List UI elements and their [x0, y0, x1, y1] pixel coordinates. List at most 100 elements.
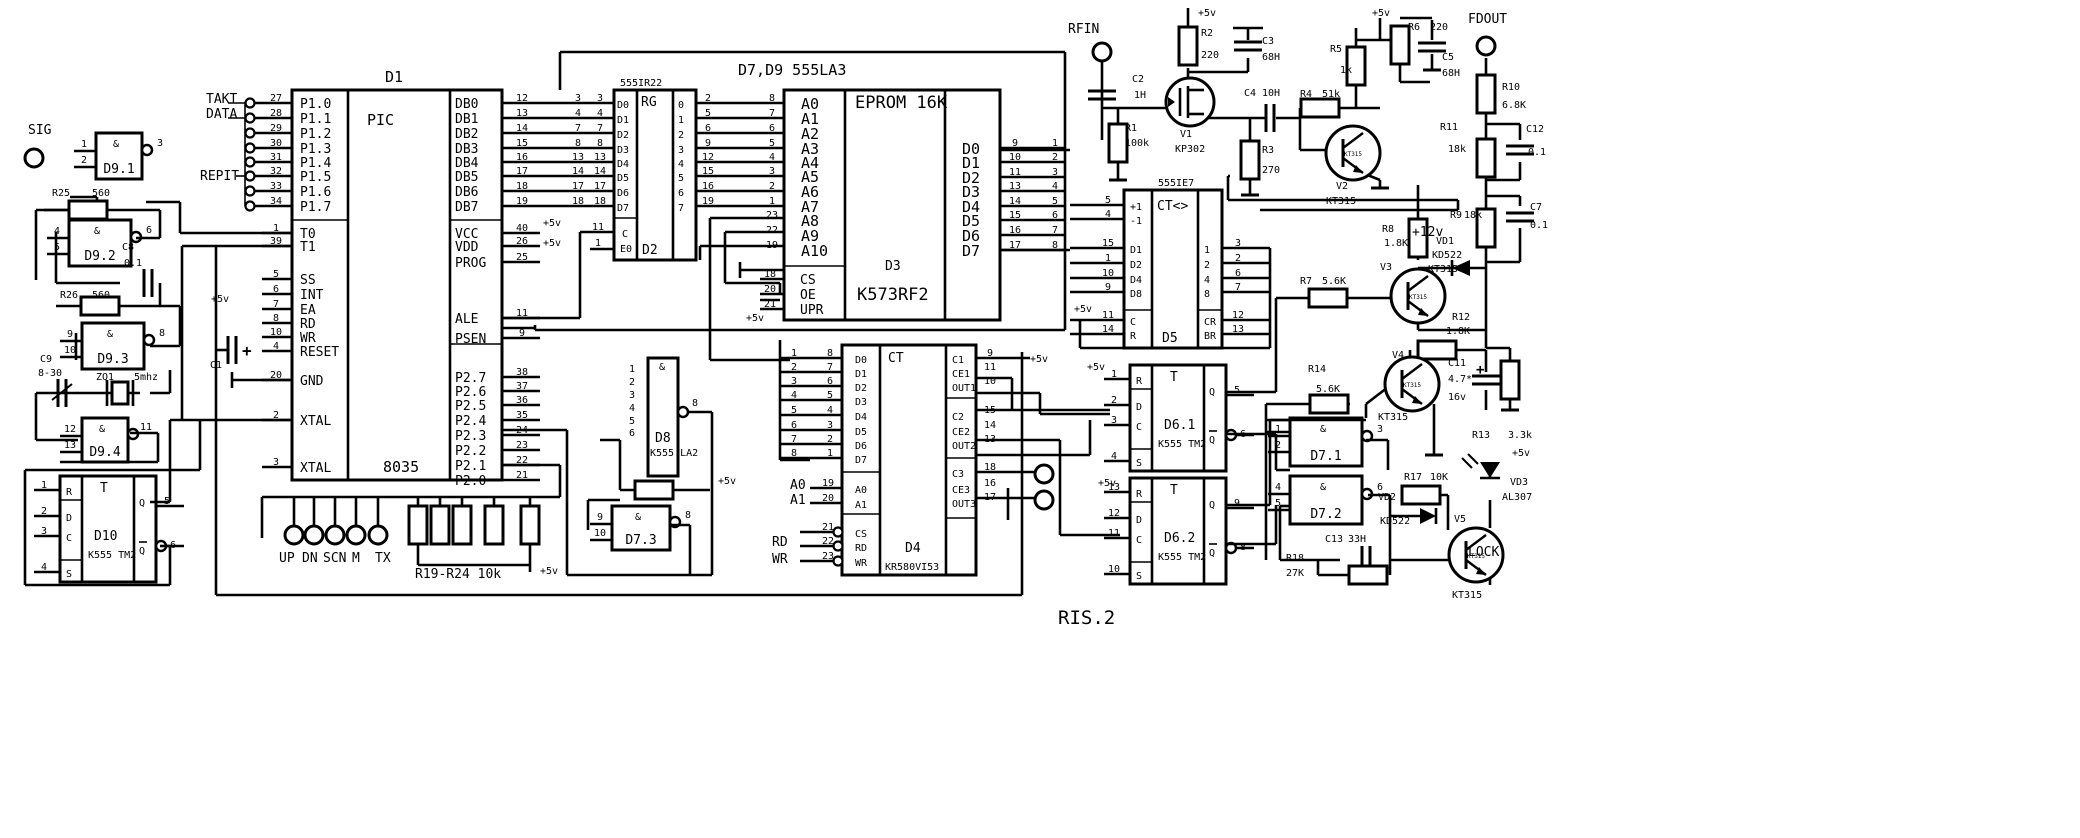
gate-out-number: 6 [146, 225, 152, 236]
chip-d4-data-number: 6 [827, 376, 833, 387]
chip-d3-data-number: 10 [1009, 152, 1021, 163]
chip-d5-ref: D5 [1162, 331, 1178, 346]
chip-d1-pin-number: 30 [270, 138, 282, 149]
chip-d4-data-label: D0 [855, 355, 867, 366]
component-v2-value: KT315 [1326, 196, 1356, 207]
chip-d1-pin-label: RESET [300, 345, 339, 360]
chip-d5-body [1122, 188, 1224, 350]
gate-symbol: & [113, 139, 119, 150]
chip-d1-pin-label: PSEN [455, 332, 486, 347]
chip-d5-left-label: D1 [1130, 245, 1142, 256]
chip-d3-addr-number: 4 [769, 152, 775, 163]
chip-d1-pin-number: 11 [516, 308, 528, 319]
chip-d1-pin-number: 23 [516, 440, 528, 451]
gate-d8-body [646, 356, 680, 478]
component-vd3-value: AL307 [1502, 492, 1532, 503]
chip-d1-pin-label: DB4 [455, 156, 479, 171]
flipflop-part: K555 TM2 [1158, 439, 1206, 450]
chip-d1-pin-label: P2.4 [455, 414, 486, 429]
component-zq1-value: 5mhz [134, 372, 158, 383]
component-c3-ref: C3 [1262, 36, 1274, 47]
component-r1-ref: R1 [1125, 123, 1137, 134]
chip-d4-ctrl-number: 21 [822, 522, 834, 533]
labels: SIG RFIN FDOUT LOCK +12v UP DN SCN M TX … [28, 12, 1507, 629]
chip-d4-data-label: D2 [855, 383, 867, 394]
gate-d7-3-body [610, 504, 672, 552]
flipflop-body [1128, 363, 1228, 473]
component-r18-value: 27K [1286, 568, 1304, 579]
gate-symbol: & [107, 329, 113, 340]
flipflop-pin-number: 12 [1108, 508, 1120, 519]
component-r4-value: 51k [1322, 89, 1340, 100]
gate-out-number: 3 [1377, 424, 1383, 435]
chip-d4-data-number: 8 [827, 348, 833, 359]
label-plus12: +12v [1412, 225, 1443, 240]
component-c12-value: 0.1 [1528, 147, 1546, 158]
component-v1-value: KP302 [1175, 144, 1205, 155]
gate-in-number: 9 [597, 512, 603, 523]
chip-d3-bus-number: 2 [1052, 152, 1058, 163]
component-v3-value: KT315 [1428, 264, 1458, 275]
chip-d5-left-label: R [1130, 331, 1137, 342]
label-r19r24: R19-R24 10k [415, 567, 501, 582]
chip-d3-addr-number: 5 [769, 138, 775, 149]
supply-plus5: +5v [1512, 448, 1530, 459]
chip-d2-in-number: 7 [597, 123, 603, 134]
chip-d5-right-label: 4 [1204, 275, 1210, 286]
gate-in-number: 1 [81, 139, 87, 150]
chip-d2-in-number: 17 [594, 181, 606, 192]
component-r17-ref: R17 [1404, 472, 1422, 483]
chip-d3-data-number: 11 [1009, 167, 1021, 178]
chip-d5-right-number: 6 [1235, 268, 1241, 279]
flipflop-type: T [100, 481, 108, 496]
gate-d7-2-body [1288, 474, 1364, 526]
chip-d1-pin-number: 8 [273, 313, 279, 324]
gate-in-number: 1 [1275, 424, 1281, 435]
gate-ref: D9.3 [97, 352, 128, 367]
component-r3-value: 270 [1262, 165, 1280, 176]
gate-out-number: 6 [1377, 482, 1383, 493]
chip-d3-addr-number: 6 [769, 123, 775, 134]
flipflop-qn-label: Q [139, 546, 145, 557]
component-r17-value: 10K [1430, 472, 1448, 483]
chip-d2-pins: D03302D14415D27726D38839D41313412D514145… [540, 93, 784, 255]
component-vd2-ref: VD2 [1378, 492, 1396, 503]
flipflop-pin-number: 4 [1111, 451, 1117, 462]
label-fdout: FDOUT [1468, 12, 1507, 27]
chip-d1-pin-number: 1 [273, 223, 279, 234]
component-r5-ref: R5 [1330, 44, 1342, 55]
chip-d1-pin-label: XTAL [300, 461, 331, 476]
chip-d1-pin-label: P1.0 [300, 97, 331, 112]
component-r3-ref: R3 [1262, 145, 1274, 156]
chip-d1-pin-label: DB7 [455, 200, 478, 215]
gate-d9-1-body [94, 131, 144, 181]
label-takt: TAKT [206, 92, 237, 107]
chip-d4-data-number: 4 [827, 405, 833, 416]
label-rfin: RFIN [1068, 22, 1099, 37]
chip-d3-data-label: D4 [962, 198, 980, 216]
chip-d2-in-number: 4 [597, 108, 603, 119]
chip-d5-left-label: D2 [1130, 260, 1142, 271]
chip-d1-pin-number: 32 [270, 166, 282, 177]
chip-d4-part: KR580VI53 [885, 562, 939, 573]
chip-d2-bus-number: 4 [575, 108, 581, 119]
chip-d1-pin-label: DB5 [455, 170, 478, 185]
gate-out-number: 8 [159, 328, 165, 339]
chip-d4-out-number: 10 [984, 376, 996, 387]
component-r4-ref: R4 [1300, 89, 1312, 100]
chip-d1-pin-label: P2.5 [455, 399, 486, 414]
component-r26-value: 560 [92, 290, 110, 301]
port-pin [244, 200, 256, 212]
chip-d3-addr-number: 8 [769, 93, 775, 104]
chip-d1-pin-label: DB1 [455, 112, 478, 127]
gate-d8-part: K555 LA2 [650, 448, 698, 459]
chip-d2-ref: D2 [642, 243, 658, 258]
chip-d3-data-label: D3 [962, 183, 980, 201]
chip-d2-part: 555IR22 [620, 78, 662, 89]
gate-symbol: & [1320, 482, 1326, 493]
chip-d5-right-label: CR [1204, 317, 1217, 328]
chip-d1-pin-label: P2.1 [455, 459, 486, 474]
port-pin [244, 127, 256, 139]
